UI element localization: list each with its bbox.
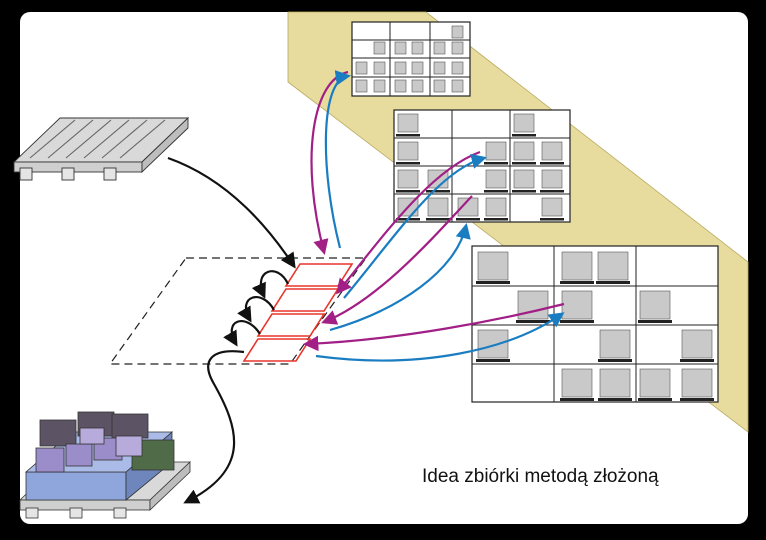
loaded-pallet-icon: [18, 411, 192, 519]
diagram-caption: Idea zbiórki metodą złożoną: [422, 466, 659, 487]
black-flow-arrows: [167, 156, 296, 504]
picking-area: [108, 257, 368, 365]
storage-rack-icon: [471, 245, 719, 403]
storage-rack-icon: [351, 21, 471, 97]
empty-pallet-icon: [12, 116, 190, 181]
blue-flow-arrows: [315, 70, 565, 362]
